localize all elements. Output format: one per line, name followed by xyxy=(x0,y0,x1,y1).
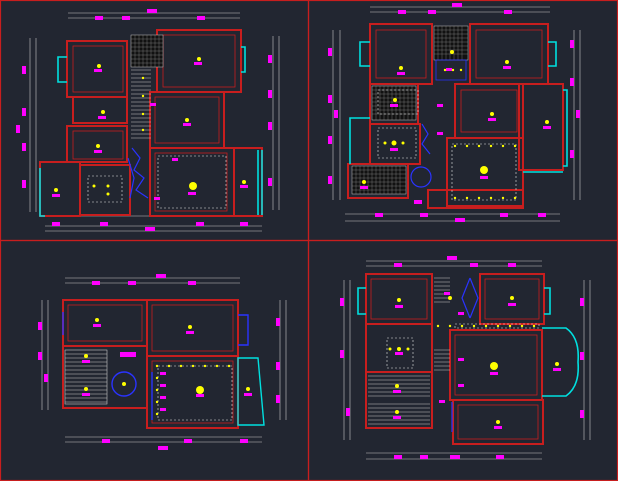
ceiling-outline-bl xyxy=(157,365,233,421)
annotation-tags-br xyxy=(340,256,584,459)
windows-bl xyxy=(62,312,249,420)
annotation-tags-bl xyxy=(38,274,280,450)
balcony-bl xyxy=(237,357,265,426)
blue-fixtures-br xyxy=(451,277,479,432)
staircase-tl xyxy=(131,69,151,139)
annotation-tags-tl xyxy=(16,9,272,231)
ceiling-outline-tr xyxy=(377,89,517,201)
ceiling-outline-tl xyxy=(87,155,227,209)
walls-br xyxy=(365,273,545,445)
floor-plan-bottom-right[interactable] xyxy=(340,256,591,460)
windows-br xyxy=(357,287,580,397)
floor-plan-bottom-left[interactable] xyxy=(38,274,287,450)
tile-patterns-tr xyxy=(351,25,469,195)
annotation-tags-tr xyxy=(328,3,580,222)
light-fixtures-br xyxy=(388,296,559,424)
walls-tl xyxy=(39,29,263,217)
dimension-lines-bl xyxy=(41,277,287,443)
light-fixtures-bl xyxy=(84,318,250,416)
floor-plan-top-right[interactable] xyxy=(328,3,581,222)
blue-fixtures-tr xyxy=(410,59,467,188)
ceiling-outline-br xyxy=(386,323,540,369)
windows-tl xyxy=(39,46,263,217)
windows-tr xyxy=(349,41,568,173)
light-fixtures-tr xyxy=(362,50,549,200)
staircases-br xyxy=(368,277,450,425)
tile-pattern-tl xyxy=(130,34,164,68)
light-fixtures-tl xyxy=(54,57,246,196)
floor-plan-top-left[interactable] xyxy=(16,9,280,232)
viewport-frame-bottom-left[interactable] xyxy=(0,239,310,481)
walls-bl xyxy=(62,299,239,429)
blue-fixtures-tl xyxy=(127,147,149,199)
dimension-lines-br xyxy=(343,260,591,460)
